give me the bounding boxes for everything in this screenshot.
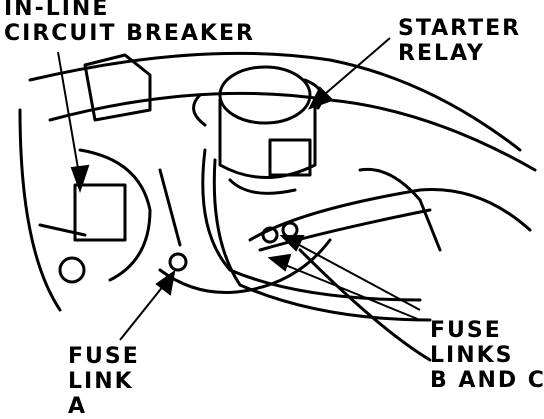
label-line: CIRCUIT BREAKER — [4, 21, 255, 46]
breaker-bracket — [78, 148, 152, 282]
arrow-fuse-links-c-head — [267, 253, 292, 272]
cable-end — [358, 167, 442, 252]
arrow-fuse-links-b-head — [279, 235, 305, 252]
mount-bolt — [58, 256, 86, 284]
relay-top — [218, 65, 312, 125]
fuse-link-connector — [261, 226, 279, 244]
arrow-starter-relay — [317, 37, 391, 101]
label-line: FUSE — [430, 318, 502, 343]
label-line: STARTER — [398, 16, 522, 41]
fuse-link-connector — [281, 221, 299, 239]
arrow-circuit-breaker-head — [70, 164, 90, 194]
arrow-fuse-links-c — [277, 261, 421, 321]
label-line: A — [68, 394, 88, 419]
label-fuse-link-a: FUSE LINK A — [68, 344, 140, 419]
label-line: B AND C — [430, 368, 544, 393]
arrow-fuse-links-b — [289, 239, 421, 311]
label-line: IN-LINE — [4, 0, 110, 21]
cable — [298, 248, 432, 362]
arrow-circuit-breaker — [57, 51, 81, 181]
fender-line — [48, 91, 537, 172]
arrow-fuse-link-a-head — [155, 269, 176, 296]
label-line: RELAY — [398, 41, 485, 66]
wire-harness — [212, 158, 432, 322]
label-line: LINKS — [430, 343, 514, 368]
relay-bracket — [268, 138, 312, 177]
relay-terminal — [192, 78, 324, 127]
fuse-link-a-connector — [168, 252, 188, 272]
inner-panel — [83, 53, 152, 122]
inner-panel — [18, 108, 62, 312]
label-starter-relay: STARTER RELAY — [398, 16, 521, 66]
label-circuit-breaker: IN-LINE CIRCUIT BREAKER — [4, 0, 255, 46]
wire — [258, 208, 432, 252]
arrow-fuse-link-a — [119, 279, 169, 341]
bracket-arm — [38, 168, 182, 247]
wire — [248, 188, 532, 242]
fender-line — [28, 51, 522, 152]
label-line: LINK — [68, 369, 134, 394]
breaker-body — [73, 183, 127, 242]
relay-mount — [228, 178, 297, 195]
label-fuse-links-bc: FUSE LINKS B AND C — [430, 318, 544, 393]
arrow-starter-relay-head — [307, 86, 334, 110]
label-line: FUSE — [68, 344, 140, 369]
